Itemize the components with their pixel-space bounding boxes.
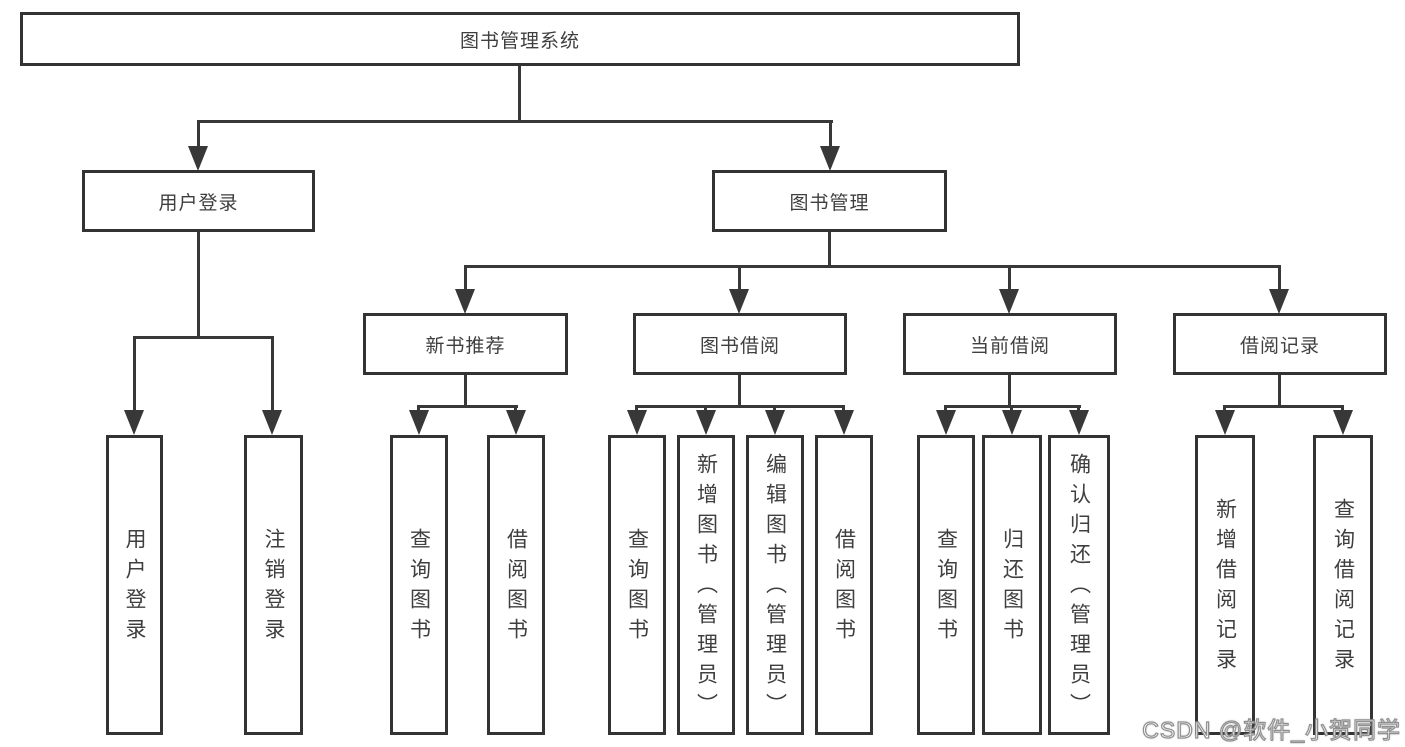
leaf-label: 确认归还（管理员） (1067, 453, 1091, 723)
leaf-query-books: 查询图书 (608, 435, 666, 735)
leaf-label: 查询图书 (625, 528, 649, 648)
node-borrow-records: 借阅记录 (1173, 313, 1387, 375)
leaf-label: 借阅图书 (504, 528, 528, 648)
arrow-down-icon (1069, 410, 1089, 435)
leaf-label: 借阅图书 (832, 528, 856, 648)
connector-line (417, 405, 518, 408)
leaf-label: 新增借阅记录 (1213, 498, 1237, 678)
arrow-down-icon (1002, 410, 1022, 435)
connector-line (738, 268, 741, 290)
leaf-label: 用户登录 (123, 528, 146, 648)
arrow-down-icon (124, 410, 144, 435)
node-label: 图书管理 (789, 192, 870, 214)
arrow-down-icon (999, 289, 1019, 314)
leaf-query-borrow-record: 查询借阅记录 (1313, 435, 1373, 735)
connector-line (464, 265, 1281, 268)
arrow-down-icon (696, 410, 716, 435)
leaf-query-books: 查询图书 (917, 435, 975, 735)
leaf-borrow-books: 借阅图书 (487, 435, 545, 735)
node-label: 新书推荐 (425, 335, 506, 357)
leaf-edit-books-admin: 编辑图书（管理员） (746, 435, 804, 735)
leaf-label: 注销登录 (262, 528, 285, 648)
arrow-down-icon (262, 410, 282, 435)
arrow-down-icon (765, 410, 785, 435)
node-label: 当前借阅 (969, 335, 1050, 357)
leaf-label: 归还图书 (1000, 528, 1024, 648)
connector-line (828, 232, 831, 268)
node-library-management-system: 图书管理系统 (20, 12, 1020, 66)
connector-line (738, 375, 741, 408)
leaf-query-books: 查询图书 (390, 435, 448, 735)
arrow-down-icon (1269, 289, 1289, 314)
leaf-borrow-books: 借阅图书 (815, 435, 873, 735)
connector-line (133, 336, 274, 339)
arrow-down-icon (1333, 410, 1353, 435)
connector-line (133, 339, 136, 411)
connector-line (944, 405, 1081, 408)
connector-line (464, 268, 467, 290)
node-current-borrow: 当前借阅 (903, 313, 1117, 375)
watermark: CSDN @软件_小贺同学 (1142, 716, 1401, 743)
connector-line (635, 405, 845, 408)
arrow-down-icon (1215, 410, 1235, 435)
arrow-down-icon (834, 410, 854, 435)
arrow-down-icon (506, 410, 526, 435)
connector-line (518, 66, 521, 123)
leaf-label: 查询图书 (407, 528, 431, 648)
connector-line (197, 123, 200, 147)
connector-line (1223, 405, 1344, 408)
connector-line (197, 120, 833, 123)
connector-line (1008, 375, 1011, 408)
arrow-down-icon (936, 410, 956, 435)
connector-line (464, 375, 467, 408)
leaf-logout: 注销登录 (244, 435, 303, 735)
arrow-down-icon (729, 289, 749, 314)
leaf-label: 编辑图书（管理员） (763, 453, 787, 723)
node-label: 用户登录 (158, 192, 239, 214)
connector-line (1278, 268, 1281, 290)
node-book-management: 图书管理 (712, 170, 947, 232)
leaf-label: 新增图书（管理员） (694, 453, 718, 723)
arrow-down-icon (627, 410, 647, 435)
connector-line (829, 123, 832, 147)
leaf-user-login: 用户登录 (106, 435, 163, 735)
arrow-down-icon (409, 410, 429, 435)
node-user-login: 用户登录 (82, 170, 315, 232)
leaf-confirm-return-admin: 确认归还（管理员） (1048, 435, 1110, 735)
connector-line (1008, 268, 1011, 290)
connector-line (1278, 375, 1281, 408)
node-label: 图书管理系统 (459, 30, 580, 52)
leaf-add-books-admin: 新增图书（管理员） (677, 435, 735, 735)
connector-line (271, 339, 274, 411)
leaf-label: 查询图书 (934, 528, 958, 648)
node-label: 图书借阅 (699, 335, 780, 357)
arrow-down-icon (455, 289, 475, 314)
arrow-down-icon (188, 146, 208, 171)
leaf-label: 查询借阅记录 (1331, 498, 1355, 678)
leaf-return-books: 归还图书 (982, 435, 1042, 735)
arrow-down-icon (820, 146, 840, 171)
node-new-book-recommend: 新书推荐 (363, 313, 568, 375)
node-book-borrow: 图书借阅 (633, 313, 847, 375)
leaf-add-borrow-record: 新增借阅记录 (1195, 435, 1255, 735)
connector-line (197, 232, 200, 339)
node-label: 借阅记录 (1239, 335, 1320, 357)
